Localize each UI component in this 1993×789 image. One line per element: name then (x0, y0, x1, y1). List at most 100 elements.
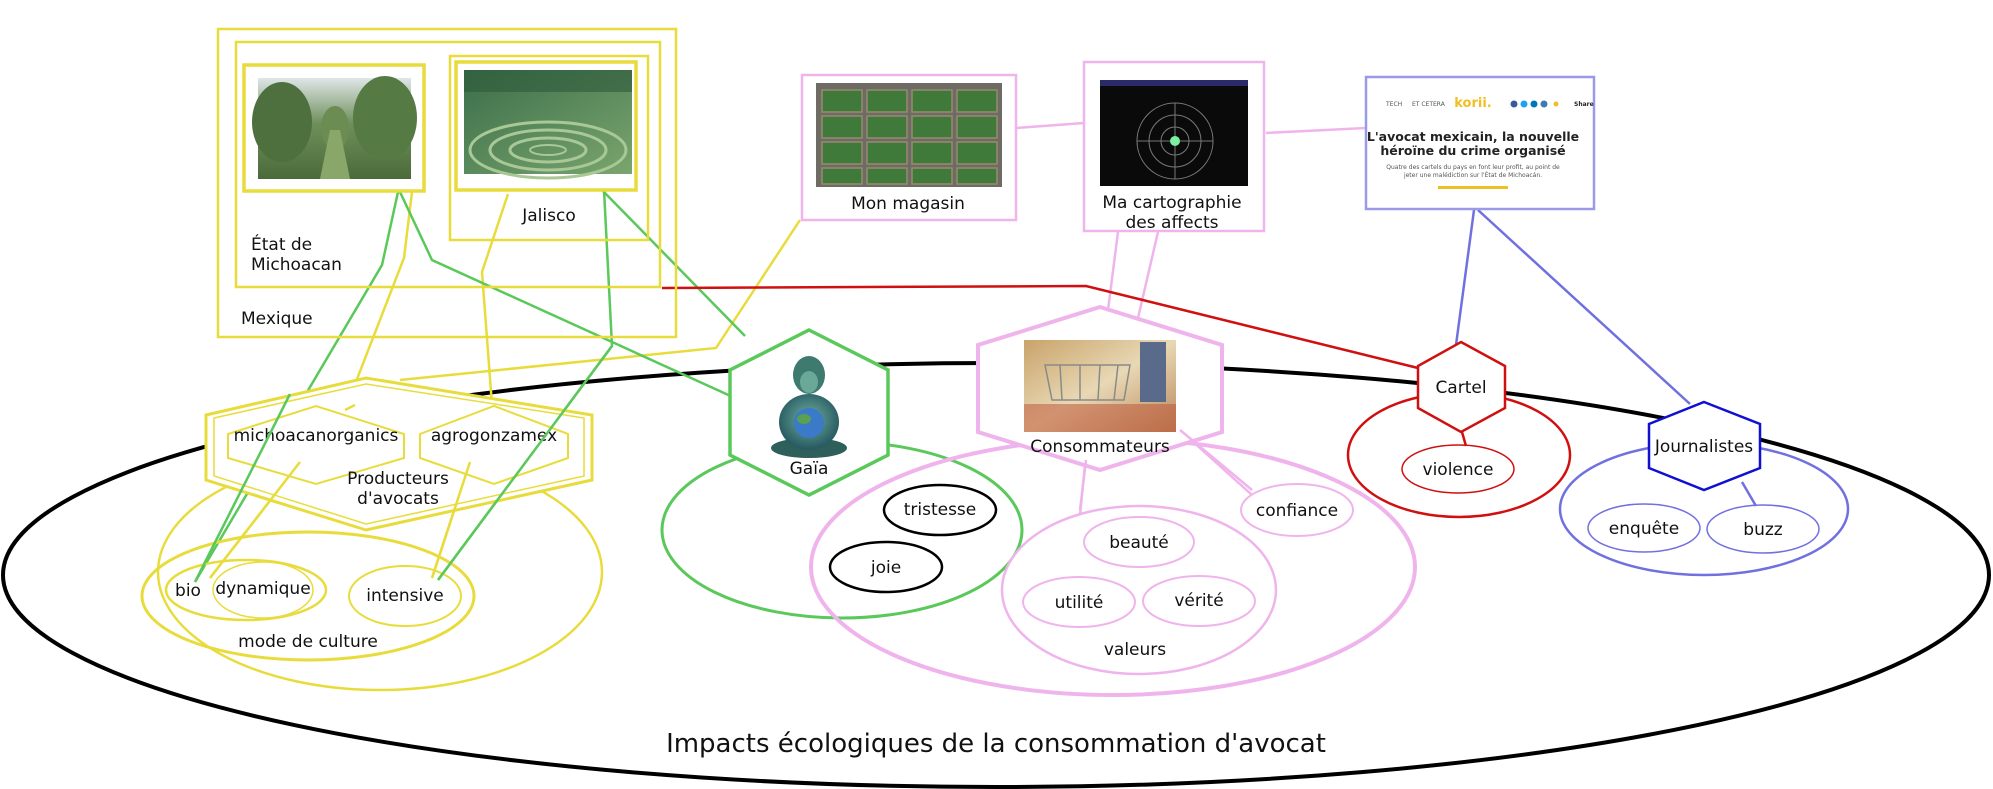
connector-pink-over-confiance (1179, 429, 1253, 491)
article-headline-line1: L'avocat mexicain, la nouvelle (1367, 129, 1579, 144)
agrogonzamex-label: agrogonzamex (431, 426, 557, 446)
article-nav-right: Share (1574, 101, 1594, 108)
orchard-photo (252, 76, 417, 179)
connector-jalisco-intensive (436, 189, 614, 581)
journalistes-group: Journalistes enquête buzz (1558, 400, 1850, 577)
cartel-hexagon (1416, 340, 1507, 434)
cartographie-label-line2: des affects (1126, 213, 1219, 233)
connector-michoacan-producteurs (343, 191, 414, 411)
buzz-label: buzz (1743, 520, 1782, 540)
shopping-cart-photo (1024, 340, 1176, 432)
journalistes-label: Journalistes (1654, 437, 1753, 457)
michoacan-box-inner (234, 40, 662, 289)
michoacan-label-line1: État de (251, 233, 312, 255)
avocado-crates-photo (816, 83, 1002, 187)
consommateurs-group: Consommateurs confiance beauté utilité v… (809, 304, 1417, 697)
jalisco-box (448, 54, 650, 242)
article-intro-line1: Quatre des cartels du pays en font leur … (1386, 164, 1560, 171)
violence-ellipse (1401, 444, 1515, 494)
connector-article-journalistes (1477, 209, 1691, 405)
valeurs-ellipse (1000, 504, 1278, 676)
connector-green-over-producteurs-2 (436, 345, 614, 581)
connector-yellow-over-dynamique (209, 461, 301, 579)
joie-ellipse (828, 540, 944, 594)
gaia-group: Gaïa tristesse joie (660, 328, 1024, 620)
jalisco-label: Jalisco (521, 206, 575, 226)
connector-red-over-violence (1460, 431, 1468, 447)
cartographie-group: Ma cartographie des affects (1082, 60, 1266, 233)
beaute-ellipse (1083, 516, 1195, 568)
journalistes-hexagon (1647, 400, 1762, 492)
connector-carto-consommateurs-2 (1136, 231, 1160, 319)
bio-dynamique-ellipse (164, 558, 328, 622)
article-group: TECH ET CETERA korii. Share L'avocat mex… (1364, 75, 1596, 211)
article-share-icons (1510, 100, 1559, 108)
connector-jalisco-gaia (601, 189, 746, 337)
diagram-title: Impacts écologiques de la consommation d… (666, 729, 1326, 759)
dynamique-label: dynamique (215, 579, 310, 599)
article-nav-left2: ET CETERA (1412, 101, 1446, 108)
mexique-label: Mexique (241, 309, 313, 329)
michoacanorganics-hexagon (227, 404, 405, 486)
article-intro-line2: jeter une malédiction sur l'État de Mich… (1403, 171, 1542, 179)
utilite-label: utilité (1055, 593, 1104, 613)
michoacan-label-line2: Michoacan (251, 255, 342, 275)
intensive-label: intensive (366, 586, 444, 606)
enquete-ellipse (1587, 503, 1701, 553)
connectors-over (193, 345, 1758, 583)
connector-jalisco-producteurs (480, 193, 510, 406)
connector-green-over-producteurs-1 (193, 393, 292, 583)
magasin-group: Mon magasin (800, 73, 1018, 222)
producteurs-label-line2: d'avocats (357, 489, 439, 509)
connector-mexique-cartel (661, 284, 1419, 370)
connector-yellow-over-intensive (430, 461, 472, 579)
violence-label: violence (1423, 460, 1494, 480)
michoacanorganics-label: michoacanorganics (234, 426, 399, 446)
connector-michoacan-gaia (398, 191, 736, 400)
mode-de-culture-label: mode de culture (238, 632, 378, 652)
gaia-statue-image (771, 356, 847, 458)
mexique-box (216, 27, 678, 339)
gaia-label: Gaïa (790, 459, 829, 479)
bio-label: bio (175, 581, 201, 601)
magasin-label: Mon magasin (851, 194, 965, 214)
dynamique-ellipse (212, 561, 314, 619)
connector-yellow-over-producteurs-1 (344, 403, 356, 412)
article-byline-bar (1438, 186, 1508, 189)
verite-label: vérité (1174, 591, 1223, 611)
article-brand: korii. (1454, 96, 1492, 111)
agrogonzamex-hexagon (419, 404, 569, 486)
valeurs-label: valeurs (1104, 640, 1166, 660)
tristesse-ellipse (882, 483, 998, 537)
cartel-label: Cartel (1435, 378, 1486, 398)
confiance-label: confiance (1256, 501, 1338, 521)
connector-blue-over-buzz (1740, 481, 1758, 507)
article-nav-left1: TECH (1385, 101, 1402, 108)
producteurs-group: michoacanorganics agrogonzamex Producteu… (140, 376, 604, 692)
buzz-ellipse (1706, 504, 1820, 554)
connector-magasin-carto (1015, 121, 1085, 130)
joie-label: joie (870, 558, 901, 578)
cartel-group: Cartel violence (1346, 340, 1572, 519)
cartographie-label-line1: Ma cartographie (1102, 193, 1241, 213)
mexique-group: Mexique État de Michoacan Jalisco (216, 27, 678, 339)
producteurs-hexagon-inner (213, 383, 585, 525)
connector-carto-article (1265, 126, 1367, 135)
verite-ellipse (1142, 575, 1256, 627)
radar-chart-image (1100, 80, 1248, 186)
consommateurs-label: Consommateurs (1030, 437, 1170, 457)
connector-magasin-producteurs (399, 219, 802, 382)
field-photo (464, 70, 632, 180)
beaute-label: beauté (1109, 533, 1169, 553)
connector-article-cartel (1454, 209, 1476, 346)
utilite-ellipse (1022, 576, 1136, 628)
connector-pink-over-valeurs (1078, 459, 1088, 511)
connector-carto-consommateurs-1 (1106, 231, 1120, 311)
enquete-label: enquête (1609, 519, 1679, 539)
tristesse-label: tristesse (904, 500, 977, 520)
producteurs-label-line1: Producteurs (347, 469, 449, 489)
mode-de-culture-ellipse (140, 530, 476, 662)
article-headline-line2: héroïne du crime organisé (1380, 143, 1565, 158)
intensive-ellipse (348, 565, 462, 627)
